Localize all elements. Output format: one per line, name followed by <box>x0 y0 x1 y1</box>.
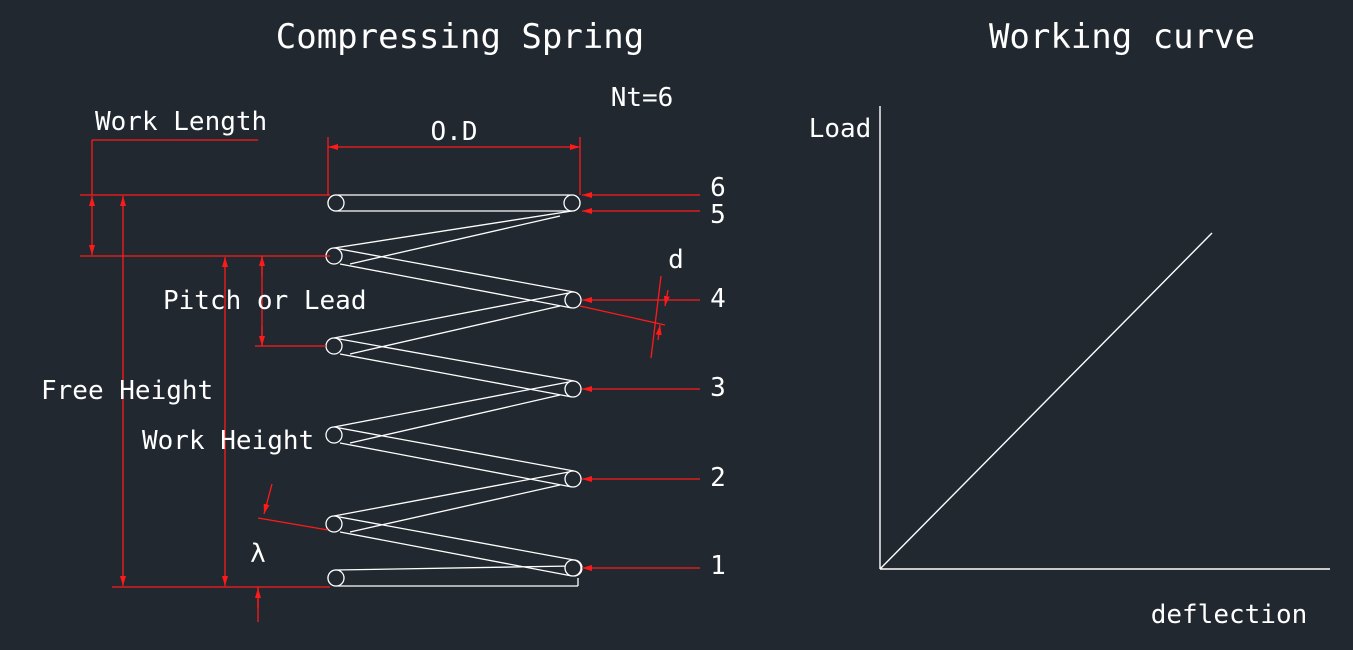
wire-diameter-label: d <box>668 245 684 275</box>
outer-diameter-label: O.D <box>431 117 478 147</box>
coil-number-3: 3 <box>710 373 726 403</box>
pitch-label: Pitch or Lead <box>163 286 367 316</box>
coil-number-1: 1 <box>710 551 726 581</box>
work-height-label: Work Height <box>142 426 314 456</box>
total-coils-label: Nt=6 <box>611 83 674 113</box>
dimension-lines <box>80 137 700 622</box>
free-height-label: Free Height <box>41 376 213 406</box>
y-axis-label: Load <box>809 114 872 144</box>
work-length-label: Work Length <box>95 107 267 137</box>
x-axis-label: deflection <box>1151 600 1308 630</box>
spring-title: Compressing Spring <box>276 17 644 57</box>
spring-coils <box>325 194 583 587</box>
load-deflection-line <box>879 232 1213 570</box>
coil-number-4: 4 <box>710 284 726 314</box>
coil-number-5: 5 <box>710 200 726 230</box>
coil-number-2: 2 <box>710 463 726 493</box>
lambda-label: λ <box>250 539 266 569</box>
coil-number-6: 6 <box>710 173 726 203</box>
curve-title: Working curve <box>989 17 1255 57</box>
working-curve-plot <box>879 106 1330 570</box>
